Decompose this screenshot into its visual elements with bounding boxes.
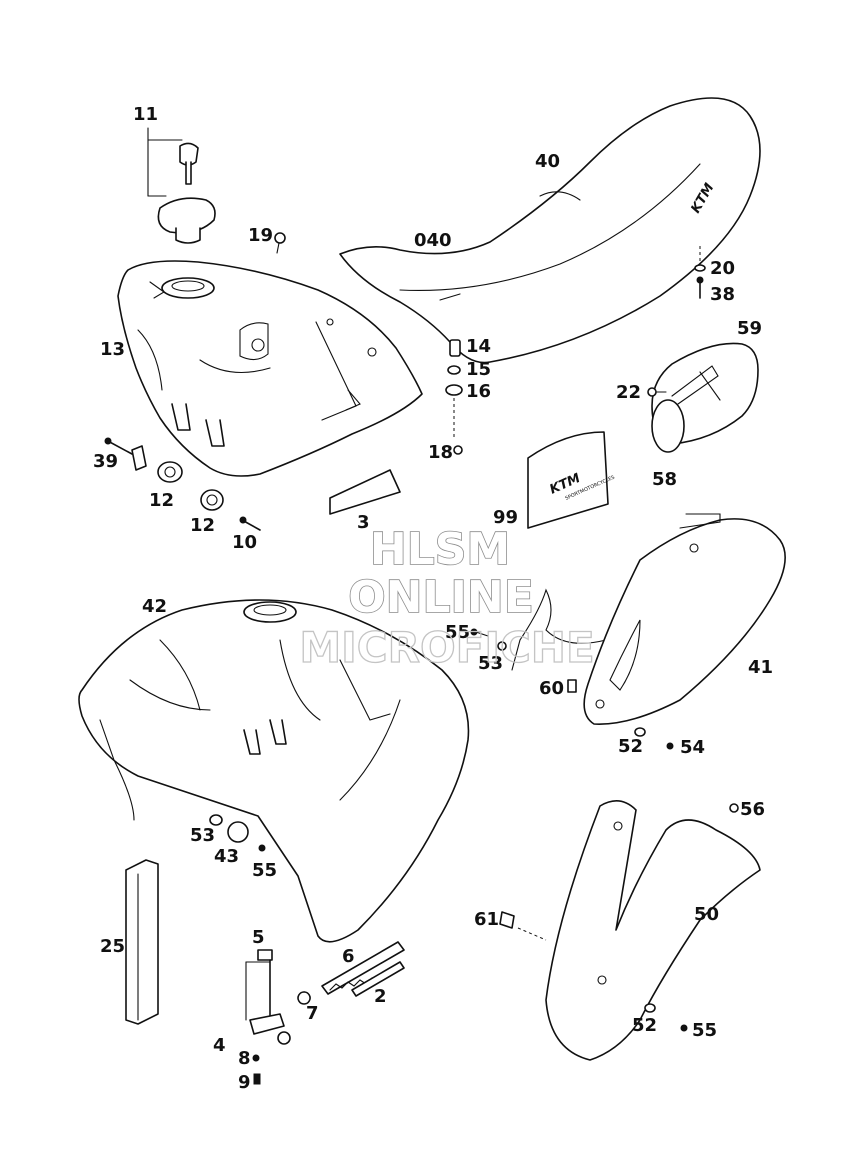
seat-screw — [694, 246, 706, 299]
label-39: 39 — [93, 451, 118, 472]
label-42: 42 — [142, 596, 167, 617]
label-12b: 12 — [190, 515, 215, 536]
watermark-line1: HLSM — [370, 524, 510, 575]
watermark-line3: MICROFICHE — [299, 623, 594, 672]
seat-mount-hardware — [445, 339, 463, 455]
label-3: 3 — [357, 512, 370, 533]
label-38: 38 — [710, 284, 735, 305]
label-10: 10 — [232, 532, 257, 553]
label-5: 5 — [252, 927, 265, 948]
side-panel-50 — [499, 800, 761, 1061]
tool-bag — [647, 342, 759, 453]
label-41: 41 — [748, 657, 773, 678]
side-cover-fasteners — [470, 588, 607, 693]
fuel-tank-small — [117, 260, 423, 477]
fuel-tap — [245, 949, 291, 1085]
watermark: HLSM ONLINE MICROFICHE — [299, 523, 596, 672]
label-20: 20 — [710, 258, 735, 279]
label-58: 58 — [652, 469, 677, 490]
fuel-hose-and-spring — [297, 941, 405, 1005]
label-55b: 55 — [252, 860, 277, 881]
label-52b: 52 — [632, 1015, 657, 1036]
label-40: 40 — [535, 151, 560, 172]
label-53b: 53 — [190, 825, 215, 846]
label-55c: 55 — [692, 1020, 717, 1041]
label-11: 11 — [133, 104, 158, 125]
tank-rubber-mounts — [209, 814, 266, 852]
label-4: 4 — [213, 1035, 226, 1056]
label-22: 22 — [616, 382, 641, 403]
watermark-line2: ONLINE — [348, 572, 534, 623]
side-panel-41 — [583, 513, 786, 750]
screw-19 — [274, 232, 286, 254]
foam-strip — [125, 859, 159, 1025]
label-2: 2 — [374, 986, 387, 1007]
label-61: 61 — [474, 909, 499, 930]
label-55a: 55 — [445, 622, 470, 643]
label-16: 16 — [466, 381, 491, 402]
label-19: 19 — [248, 225, 273, 246]
ktm-decal: KTM SPORTMOTORCYCLES — [527, 431, 616, 529]
label-50: 50 — [694, 904, 719, 925]
label-25: 25 — [100, 936, 125, 957]
label-60: 60 — [539, 678, 564, 699]
label-18: 18 — [428, 442, 453, 463]
label-9: 9 — [238, 1072, 251, 1093]
label-43: 43 — [214, 846, 239, 867]
label-14: 14 — [466, 336, 491, 357]
label-54: 54 — [680, 737, 705, 758]
fuel-cap-with-key — [147, 127, 216, 244]
label-15: 15 — [466, 359, 491, 380]
label-8: 8 — [238, 1048, 251, 1069]
label-13: 13 — [100, 339, 125, 360]
label-53a: 53 — [478, 653, 503, 674]
part-number-labels: 11 19 13 39 12 12 10 3 40 040 20 38 14 1… — [93, 104, 773, 1093]
tank-fasteners — [104, 437, 401, 531]
label-12a: 12 — [149, 490, 174, 511]
label-6: 6 — [342, 946, 355, 967]
label-52a: 52 — [618, 736, 643, 757]
label-7: 7 — [306, 1003, 319, 1024]
label-99: 99 — [493, 507, 518, 528]
fuel-tank-large — [78, 599, 470, 943]
label-040: 040 — [414, 230, 452, 251]
label-56: 56 — [740, 799, 765, 820]
label-59: 59 — [737, 318, 762, 339]
seat: KTM — [339, 97, 761, 364]
